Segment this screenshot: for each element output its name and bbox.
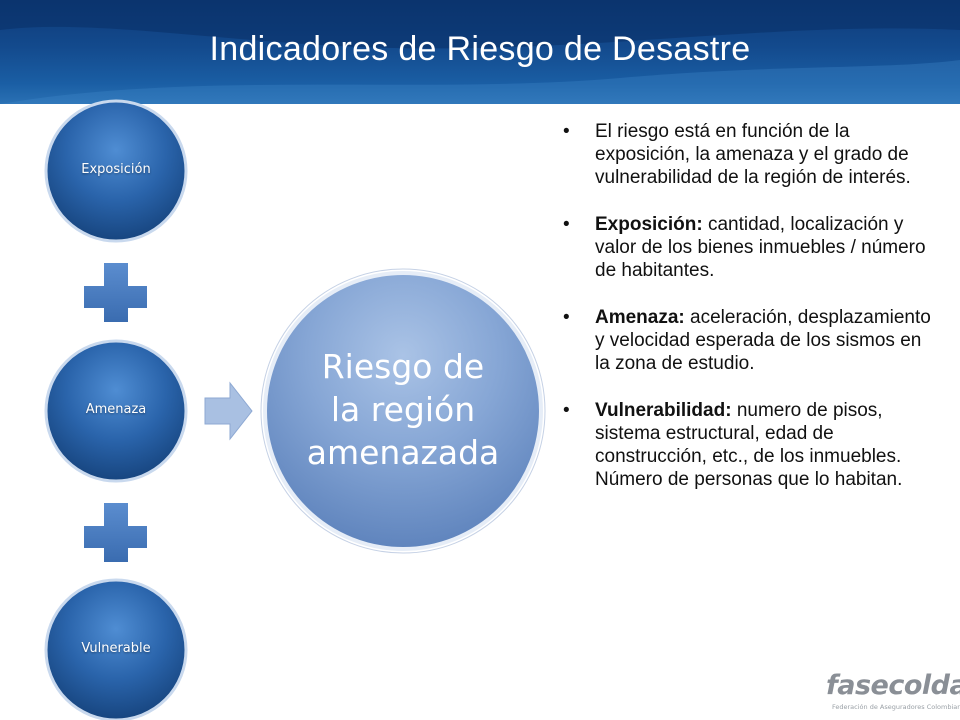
exposicion-circle [44, 99, 188, 243]
arrow-right-icon [204, 381, 253, 441]
page-title: Indicadores de Riesgo de Desastre [209, 30, 751, 68]
result-label-line-1: Riesgo de [321, 347, 485, 386]
bullet-text: aceleración, desplazamiento y velocidad … [595, 307, 931, 374]
logo-subtitle: Federación de Aseguradores Colombianos [832, 703, 960, 711]
result-circle [260, 268, 546, 554]
plus-icon-1 [84, 263, 147, 322]
bullet-text: El riesgo está en función de la exposici… [595, 121, 911, 188]
plus-icon-2 [84, 503, 147, 562]
list-item: • Exposición: cantidad, localización y v… [560, 213, 940, 282]
header-banner: Indicadores de Riesgo de Desastre [0, 0, 960, 104]
bullet-dot: • [563, 400, 570, 421]
vulnerable-label: Vulnerable [81, 641, 151, 656]
fasecolda-logo: fasecolda Federación de Aseguradores Col… [826, 670, 960, 714]
list-item: • El riesgo está en función de la exposi… [560, 120, 940, 189]
bullet-list: • El riesgo está en función de la exposi… [560, 120, 940, 515]
bullet-term: Vulnerabilidad: [595, 400, 732, 421]
result-label-line-3: amenazada [306, 433, 500, 472]
bullet-text: cantidad, localización y valor de los bi… [595, 214, 926, 281]
amenaza-circle [44, 339, 188, 483]
bullet-text: numero de pisos, sistema estructural, ed… [595, 400, 903, 490]
bullet-term: Exposición: [595, 214, 703, 235]
logo-name: fasecolda [826, 670, 960, 701]
exposicion-label: Exposición [81, 162, 151, 177]
header-swoosh-decoration [0, 0, 960, 104]
result-label-line-2: la región [330, 390, 476, 429]
list-item: • Vulnerabilidad: numero de pisos, siste… [560, 399, 940, 491]
bullet-dot: • [563, 121, 570, 142]
bullet-dot: • [563, 214, 570, 235]
vulnerable-circle [44, 578, 188, 720]
result-label: Riesgo de la región amenazada [268, 345, 538, 474]
list-item: • Amenaza: aceleración, desplazamiento y… [560, 306, 940, 375]
risk-diagram [44, 99, 546, 720]
bullet-dot: • [563, 307, 570, 328]
amenaza-label: Amenaza [85, 402, 147, 417]
bullet-term: Amenaza: [595, 307, 685, 328]
